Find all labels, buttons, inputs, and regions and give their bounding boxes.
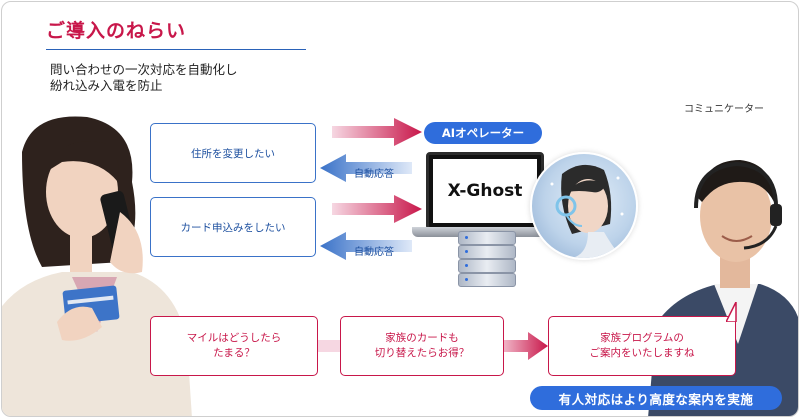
page-title: ご導入のねらい: [46, 20, 187, 42]
server-unit: [458, 231, 516, 245]
conversation-bubble-3: 家族プログラムの ご案内をいたしますね: [548, 316, 736, 376]
arrow-right-icon: [332, 118, 422, 146]
flow-connector-1: [318, 340, 340, 352]
conversation-3-line-1: 家族プログラムの: [600, 332, 684, 344]
speech-tail-icon: [726, 302, 737, 322]
arrow-right-icon: [332, 195, 422, 223]
laptop-icon: X-Ghost: [426, 152, 544, 230]
conversation-2-line-2: 切り替えたらお得？: [374, 347, 470, 359]
server-unit: [458, 259, 516, 273]
server-unit: [458, 245, 516, 259]
subtitle-line-2: 紛れ込み入電を防止: [50, 78, 163, 93]
ai-face-illustration: [550, 164, 624, 258]
arrow-left-icon: [320, 154, 412, 182]
conversation-1-line-2: たまる？: [213, 347, 255, 359]
ai-operator-badge: AIオペレーター: [424, 122, 542, 144]
request-text-address: 住所を変更したい: [191, 147, 275, 160]
conversation-3-line-2: ご案内をいたしますね: [589, 347, 695, 359]
arrow-right-icon: [504, 332, 548, 360]
title-underline: [46, 49, 306, 50]
subtitle-line-1: 問い合わせの一次対応を自動化し: [50, 62, 238, 77]
conversation-1-line-1: マイルはどうしたら: [186, 332, 282, 344]
request-bubble-address: 住所を変更したい: [150, 123, 316, 183]
conversation-2-line-1: 家族のカードも: [385, 332, 459, 344]
conversation-bubble-1: マイルはどうしたら たまる？: [150, 316, 318, 376]
server-unit: [458, 273, 516, 287]
system-logo: X-Ghost: [433, 159, 537, 223]
conversation-bubble-2: 家族のカードも 切り替えたらお得？: [340, 316, 504, 376]
page-subtitle: 問い合わせの一次対応を自動化し 紛れ込み入電を防止: [50, 62, 310, 94]
auto-response-label-1: 自動応答: [354, 169, 394, 180]
request-bubble-card: カード申込みをしたい: [150, 197, 316, 257]
footer-message: 有人対応はより高度な案内を実施: [558, 391, 754, 407]
ai-operator-face: [530, 152, 638, 260]
arrow-left-icon: [320, 232, 412, 260]
communicator-label: コミュニケーター: [684, 104, 764, 115]
woman-caller-illustration: [2, 116, 192, 416]
footer-message-badge: 有人対応はより高度な案内を実施: [530, 386, 782, 410]
ai-operator-label: AIオペレーター: [441, 126, 525, 140]
request-text-card: カード申込みをしたい: [180, 221, 286, 234]
auto-response-label-2: 自動応答: [354, 247, 394, 258]
